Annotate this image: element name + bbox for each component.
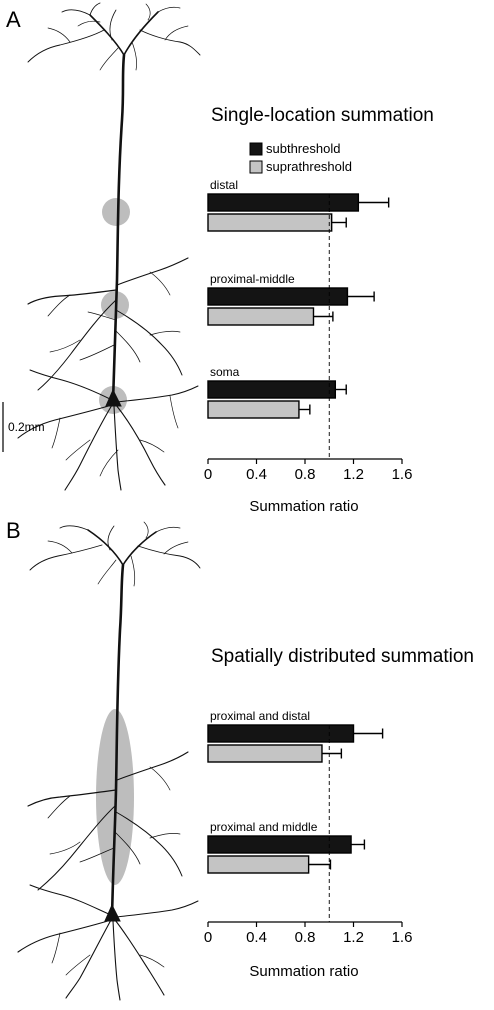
chart-b-x-tick-label: 1.2 <box>343 929 364 946</box>
chart-a-x-tick-label: 1.6 <box>392 466 413 483</box>
chart-a-bar-series0 <box>207 193 360 212</box>
chart-a-xlabel: Summation ratio <box>249 498 358 515</box>
panel-a-label: A <box>6 7 21 32</box>
chart-a-x-tick-label: 0.4 <box>246 466 267 483</box>
chart-a-bar-series0 <box>207 287 349 306</box>
chart-a-x-tick-label: 0 <box>204 466 212 483</box>
chart-b-x-tick-label: 0.4 <box>246 929 267 946</box>
panel-b: B <box>6 518 474 1001</box>
chart-a-category-label: proximal-middle <box>210 272 295 286</box>
distal-location-marker <box>102 198 130 226</box>
chart-a-x-tick-label: 1.2 <box>343 466 364 483</box>
legend-subthreshold-label: subthreshold <box>266 141 340 156</box>
chart-a-category-label: distal <box>210 178 238 192</box>
panel-b-label: B <box>6 518 21 543</box>
chart-b-bar-series0 <box>207 724 355 743</box>
chart-a-bar-series1 <box>207 213 333 232</box>
chart-b-plot: proximal and distal proximal and middle 0 0… <box>204 709 413 946</box>
chart-b-category-label: proximal and distal <box>210 709 310 723</box>
chart-a-category-label: soma <box>210 365 240 379</box>
chart-a-bar-series1 <box>207 400 300 419</box>
chart-b-bar-series1 <box>207 855 310 874</box>
soma-b <box>104 903 121 922</box>
chart-a-bar-series1 <box>207 307 315 326</box>
chart-b-category-label: proximal and middle <box>210 820 318 834</box>
legend-subthreshold-swatch <box>249 142 263 156</box>
scale-bar-label: 0.2mm <box>8 420 45 434</box>
chart-b-x-tick-label: 0.8 <box>295 929 316 946</box>
chart-b-title: Spatially distributed summation <box>211 646 474 667</box>
chart-b-bar-series1 <box>207 744 323 763</box>
soma-a <box>105 388 122 407</box>
chart-b-x-tick-label: 1.6 <box>392 929 413 946</box>
chart-b-x-tick-label: 0 <box>204 929 212 946</box>
chart-a-title: Single-location summation <box>211 105 434 126</box>
chart-b-xlabel: Summation ratio <box>249 963 358 980</box>
panel-a: A <box>2 2 434 515</box>
chart-a-bar-series0 <box>207 380 337 399</box>
chart-a-plot: distal proximal-middle soma 0 0.4 0.8 1.2 1.6 <box>204 178 413 483</box>
legend-suprathreshold-swatch <box>249 160 263 174</box>
legend-suprathreshold-label: suprathreshold <box>266 159 352 174</box>
chart-a-x-tick-label: 0.8 <box>295 466 316 483</box>
neuron-a-drawing <box>17 2 201 491</box>
legend-a: subthreshold suprathreshold <box>249 141 352 174</box>
neuron-b-drawing <box>17 521 201 1001</box>
